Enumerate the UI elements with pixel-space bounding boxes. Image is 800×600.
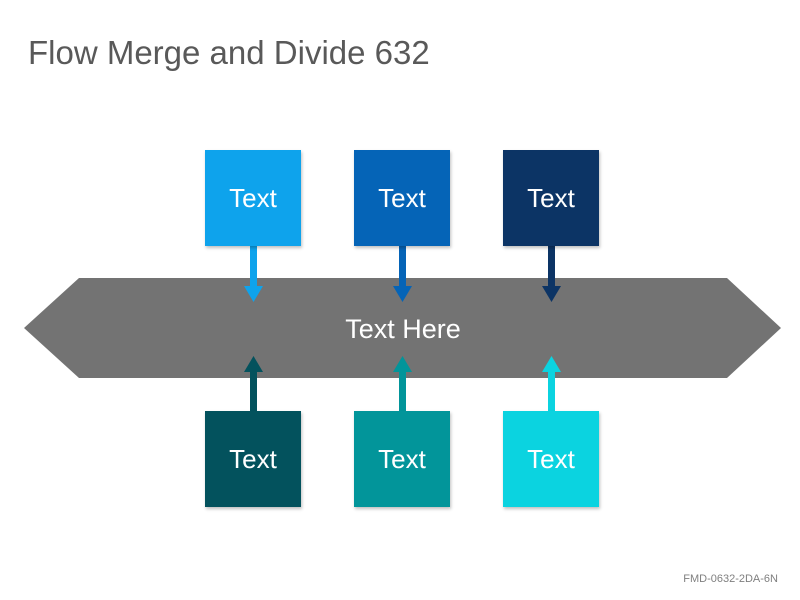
top-box-1: Text — [205, 150, 301, 246]
top-box-3-label: Text — [527, 182, 575, 213]
top-box-3: Text — [503, 150, 599, 246]
bottom-box-1-label: Text — [229, 443, 277, 474]
up-arrow-3 — [542, 356, 561, 412]
top-box-2: Text — [354, 150, 450, 246]
down-arrow-2 — [393, 246, 412, 302]
center-banner — [24, 278, 781, 378]
bottom-box-2-label: Text — [378, 443, 426, 474]
up-arrow-2 — [393, 356, 412, 412]
bottom-box-2: Text — [354, 411, 450, 507]
page-title: Flow Merge and Divide 632 — [28, 34, 430, 71]
footer-code: FMD-0632-2DA-6N — [683, 573, 778, 585]
down-arrow-1 — [244, 246, 263, 302]
center-label: Text Here — [345, 313, 461, 344]
top-box-1-label: Text — [229, 182, 277, 213]
down-arrow-3 — [542, 246, 561, 302]
bottom-box-3-label: Text — [527, 443, 575, 474]
up-arrow-1 — [244, 356, 263, 412]
bottom-box-1: Text — [205, 411, 301, 507]
top-box-2-label: Text — [378, 182, 426, 213]
bottom-box-3: Text — [503, 411, 599, 507]
